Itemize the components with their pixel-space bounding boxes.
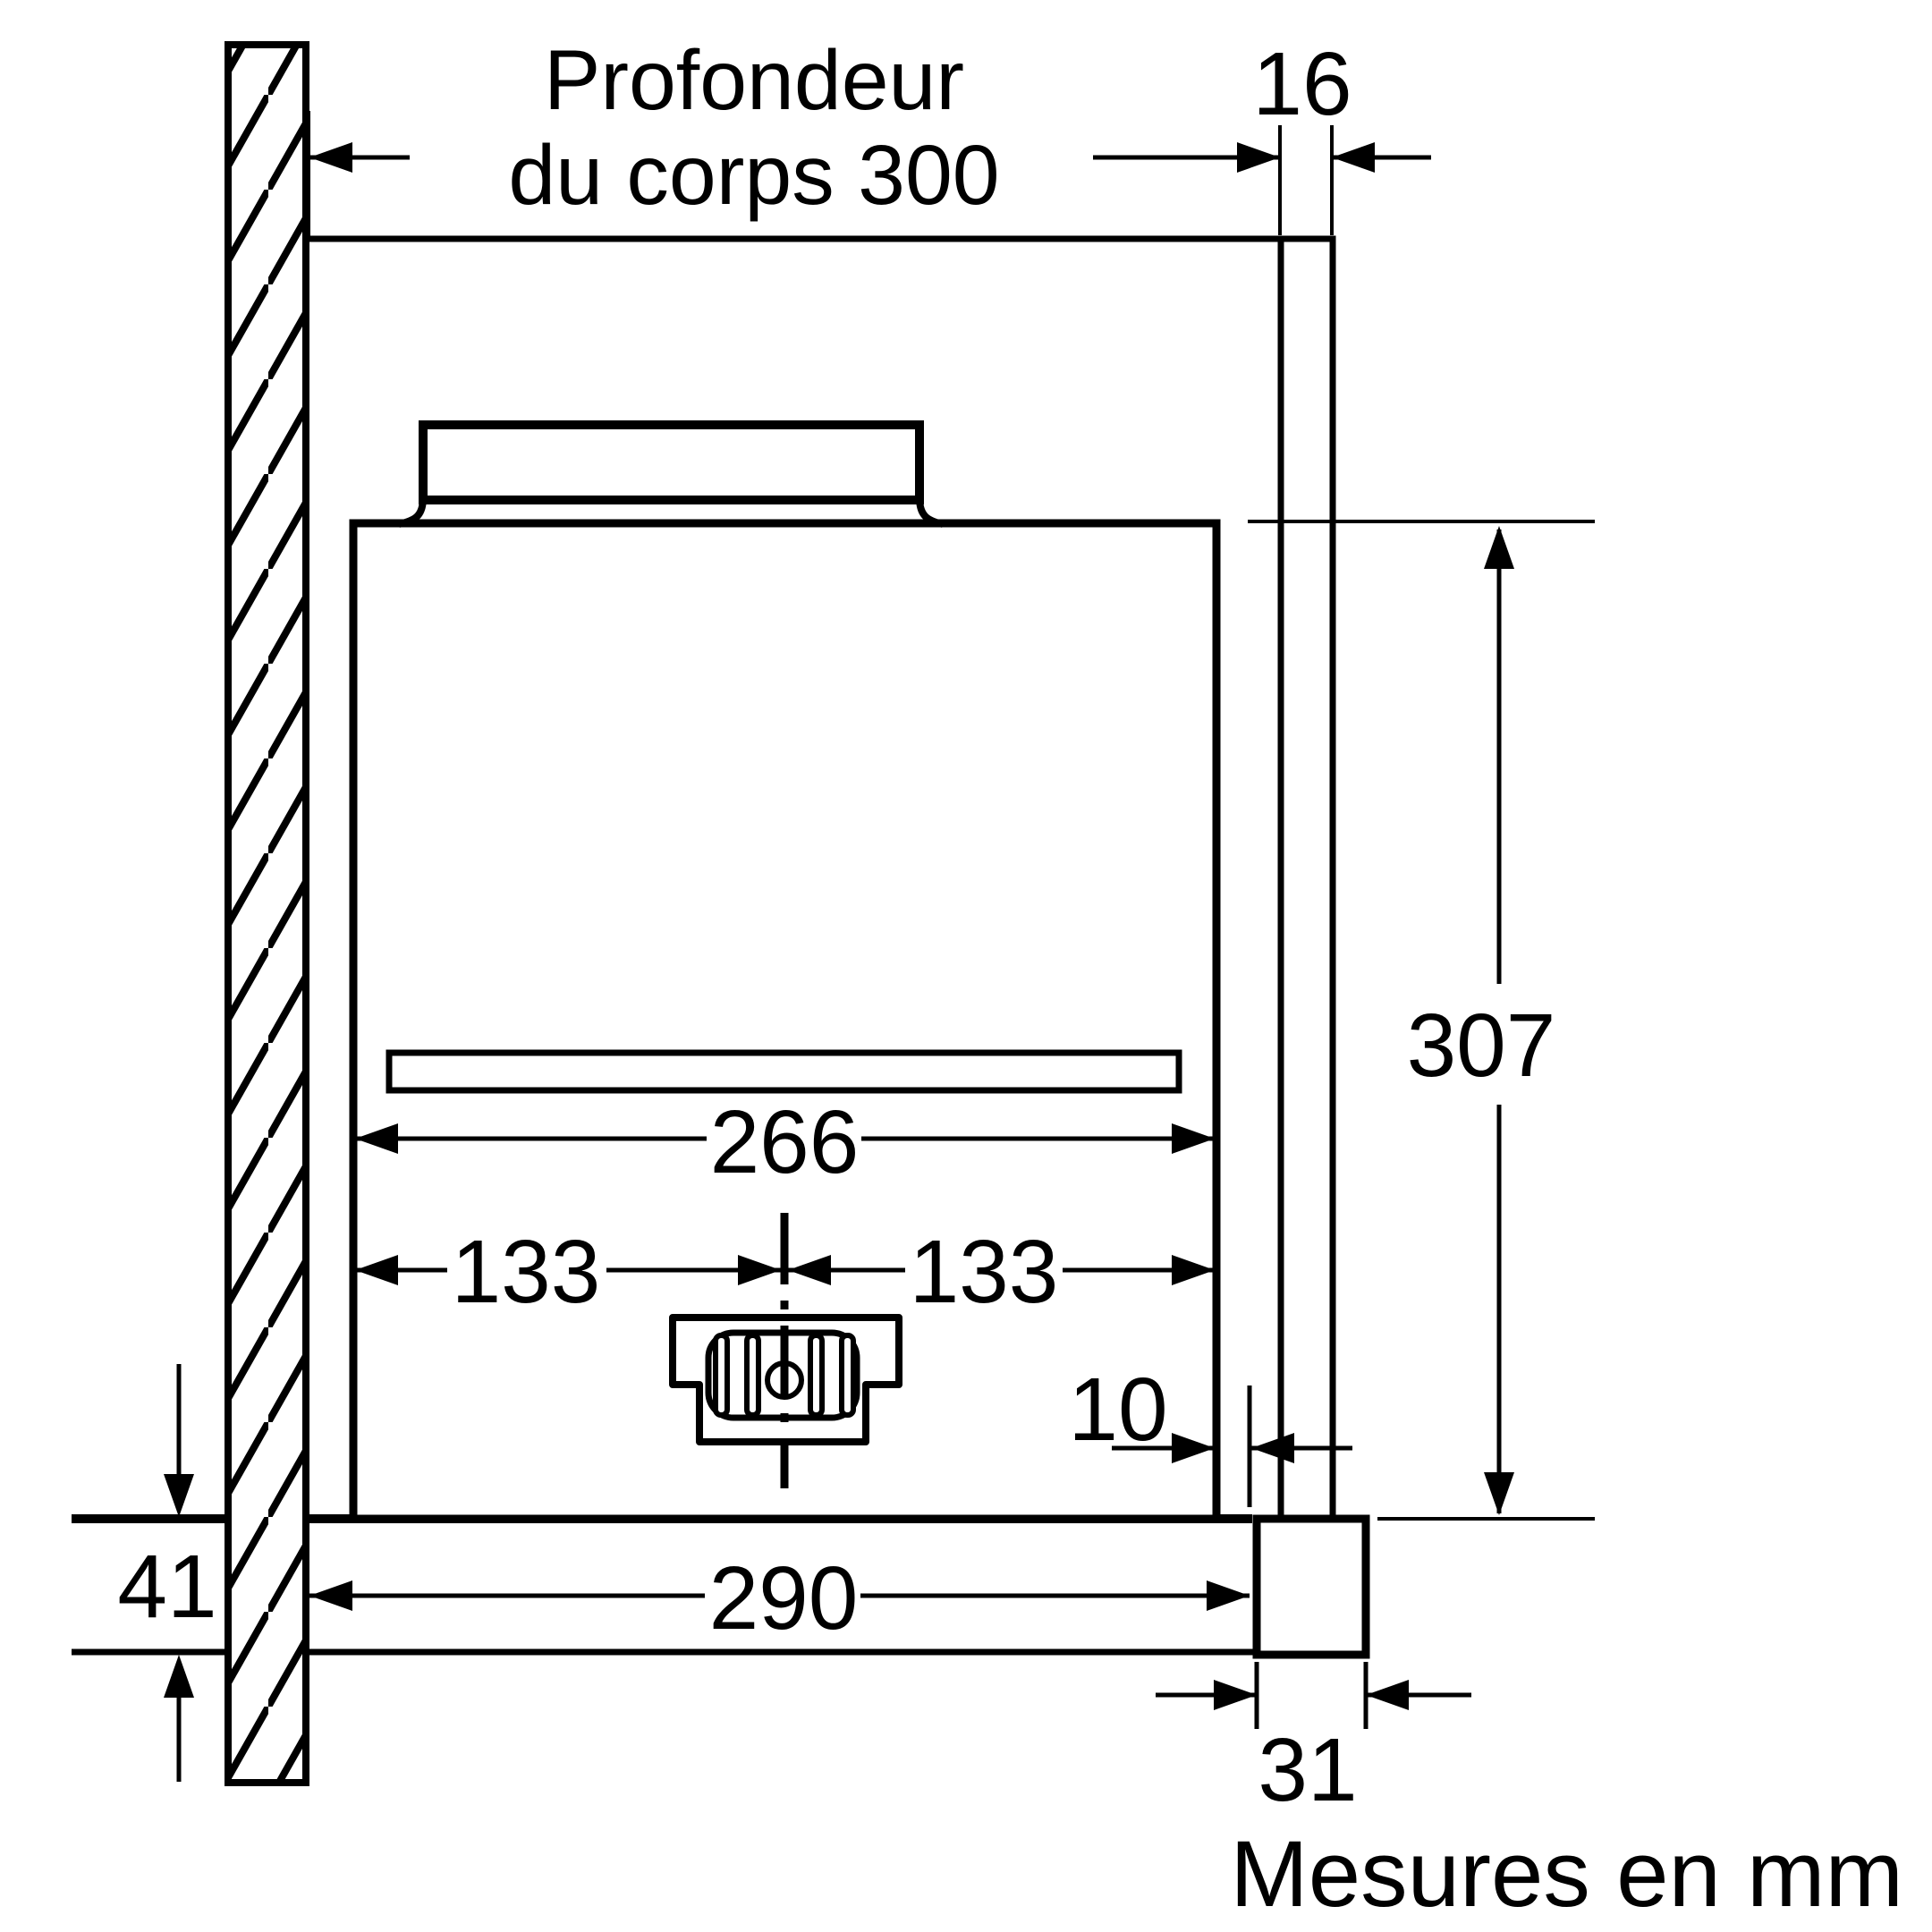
arrow-left-icon: [788, 1255, 831, 1285]
dim-niche-height: 307: [1248, 520, 1595, 1521]
body-width-value: 266: [710, 1092, 860, 1192]
dim-panel-thickness: 16: [1252, 34, 1431, 235]
front-strip-block: [1252, 1514, 1370, 1659]
filter-strip: [386, 1049, 1182, 1094]
arrow-right-icon: [738, 1255, 781, 1285]
valve-rib-4: [839, 1333, 856, 1418]
valve-rib-2: [744, 1333, 761, 1418]
arrow-up-icon: [1484, 526, 1514, 569]
arrow-right-icon: [1172, 1255, 1215, 1285]
duct-skirt-left: [398, 499, 427, 528]
body-depth-label-line2: du corps 300: [508, 128, 999, 223]
arrow-left-icon: [309, 1580, 352, 1611]
front-strip-width-value: 31: [1258, 1720, 1357, 1820]
unit-note: Mesures en mm: [1230, 1822, 1903, 1927]
arrow-left-icon: [355, 1255, 398, 1285]
arrow-right-icon: [1172, 1123, 1215, 1154]
dim-front-strip: 31: [1156, 1662, 1471, 1820]
panel-thickness-value: 16: [1252, 34, 1352, 134]
base-depth-value: 290: [709, 1548, 859, 1648]
dim-base-thickness: 41: [117, 1364, 217, 1782]
duct-collar: [398, 420, 944, 528]
half-width-left-value: 133: [452, 1222, 601, 1322]
arrow-right-icon: [1237, 142, 1280, 173]
base-thickness-value: 41: [117, 1537, 216, 1637]
dim-body-width: 266: [355, 1092, 1215, 1192]
arrow-down-icon: [1484, 1472, 1514, 1515]
body-depth-label-line1: Profondeur: [544, 33, 964, 128]
dim-rear-gap: 10: [1068, 1360, 1352, 1507]
half-width-right-value: 133: [910, 1222, 1059, 1322]
arrow-right-icon: [1214, 1680, 1257, 1710]
dim-body-depth: Profondeur du corps 300: [307, 33, 1280, 237]
valve-rib-1: [713, 1333, 730, 1418]
wall-section: [225, 41, 309, 1786]
rear-gap-value: 10: [1068, 1360, 1167, 1460]
valve-rib-3: [808, 1333, 825, 1418]
arrow-left-icon: [1251, 1433, 1294, 1463]
dim-base-depth: 290: [309, 1548, 1250, 1648]
arrow-left-icon: [1366, 1680, 1409, 1710]
arrow-down-icon: [164, 1474, 194, 1517]
duct-skirt-right: [916, 499, 944, 528]
arrow-up-icon: [164, 1655, 194, 1698]
side-panel: [1277, 235, 1336, 1522]
niche-height-value: 307: [1407, 996, 1556, 1096]
arrow-right-icon: [1172, 1433, 1215, 1463]
arrow-left-icon: [355, 1123, 398, 1154]
dim-half-width-left: 133: [355, 1222, 781, 1322]
arrow-right-icon: [1207, 1580, 1250, 1611]
dim-half-width-right: 133: [788, 1222, 1215, 1322]
duct-collar-rect: [419, 420, 924, 504]
arrow-left-icon: [309, 142, 352, 173]
